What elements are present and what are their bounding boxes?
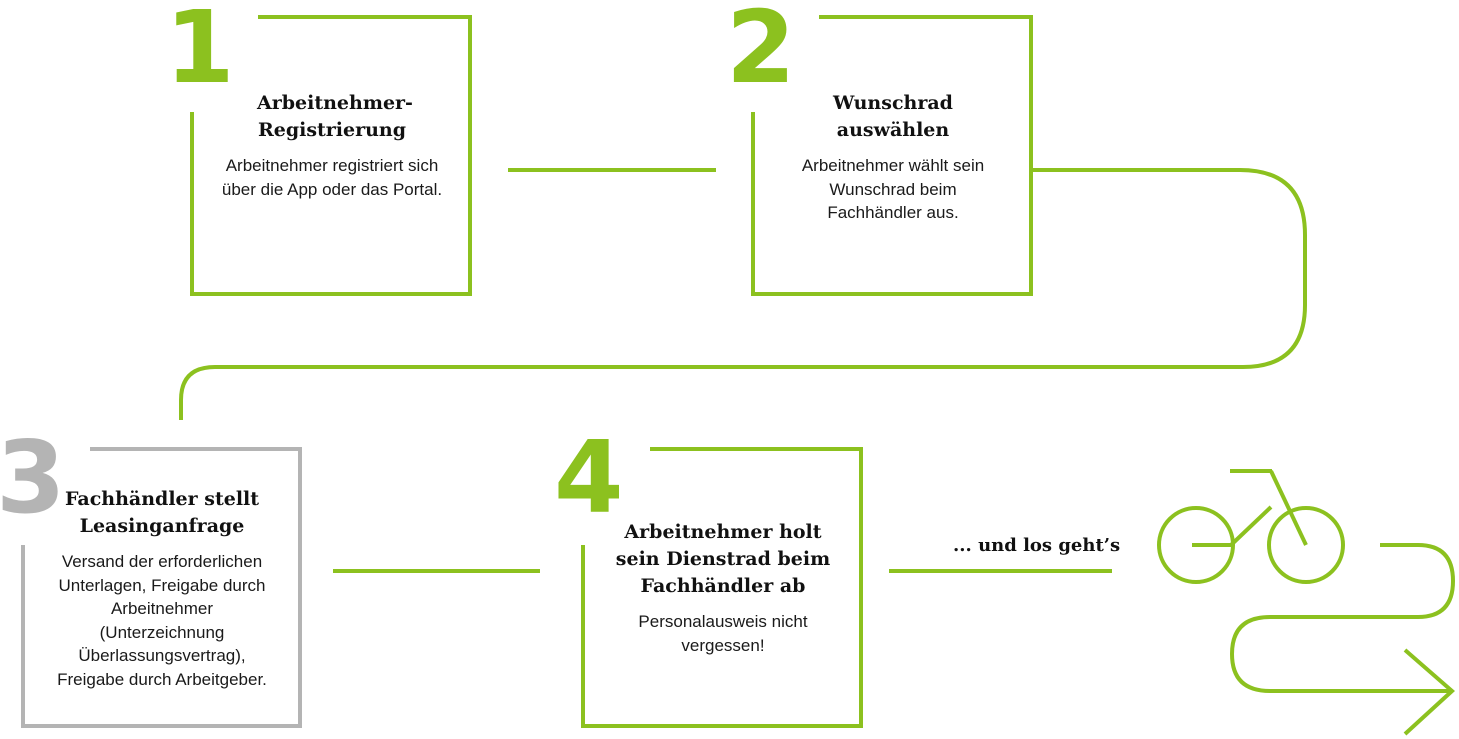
step-3-number: 3 [0,419,66,536]
step-1: Arbeitnehmer-Registrierung Arbeitnehmer … [216,90,448,201]
step-1-title: Arbeitnehmer-Registrierung [257,92,413,141]
step-3: Fachhändler stellt Leasinganfrage Versan… [47,486,277,691]
step-4-frame [581,447,863,728]
connector-2-3 [179,168,1307,420]
step-1-number: 1 [165,0,235,106]
step-4-number: 4 [554,419,624,536]
step-4-text: Personalausweis nicht vergessen! [638,612,808,655]
step-3-frame [21,447,302,728]
step-2-title: Wunschrad auswählen [833,92,953,141]
step-3-text: Versand der erforderlichen Unterlagen, F… [57,552,267,689]
winding-road-arrow-icon [1229,543,1456,736]
finish-tagline: ... und los geht’s [953,535,1121,556]
step-4: Arbeitnehmer holt sein Dienstrad beim Fa… [608,519,838,657]
bicycle-icon [1157,469,1345,584]
step-2: Wunschrad auswählen Arbeitnehmer wählt s… [777,90,1009,225]
step-1-frame [190,15,472,296]
step-4-title: Arbeitnehmer holt sein Dienstrad beim Fa… [615,521,831,597]
step-1-text: Arbeitnehmer registriert sich über die A… [221,156,443,199]
step-2-frame [751,15,1033,296]
step-3-title: Fachhändler stellt Leasinganfrage [64,488,260,537]
step-2-number: 2 [726,0,796,106]
step-2-text: Arbeitnehmer wählt sein Wunschrad beim F… [801,156,985,222]
